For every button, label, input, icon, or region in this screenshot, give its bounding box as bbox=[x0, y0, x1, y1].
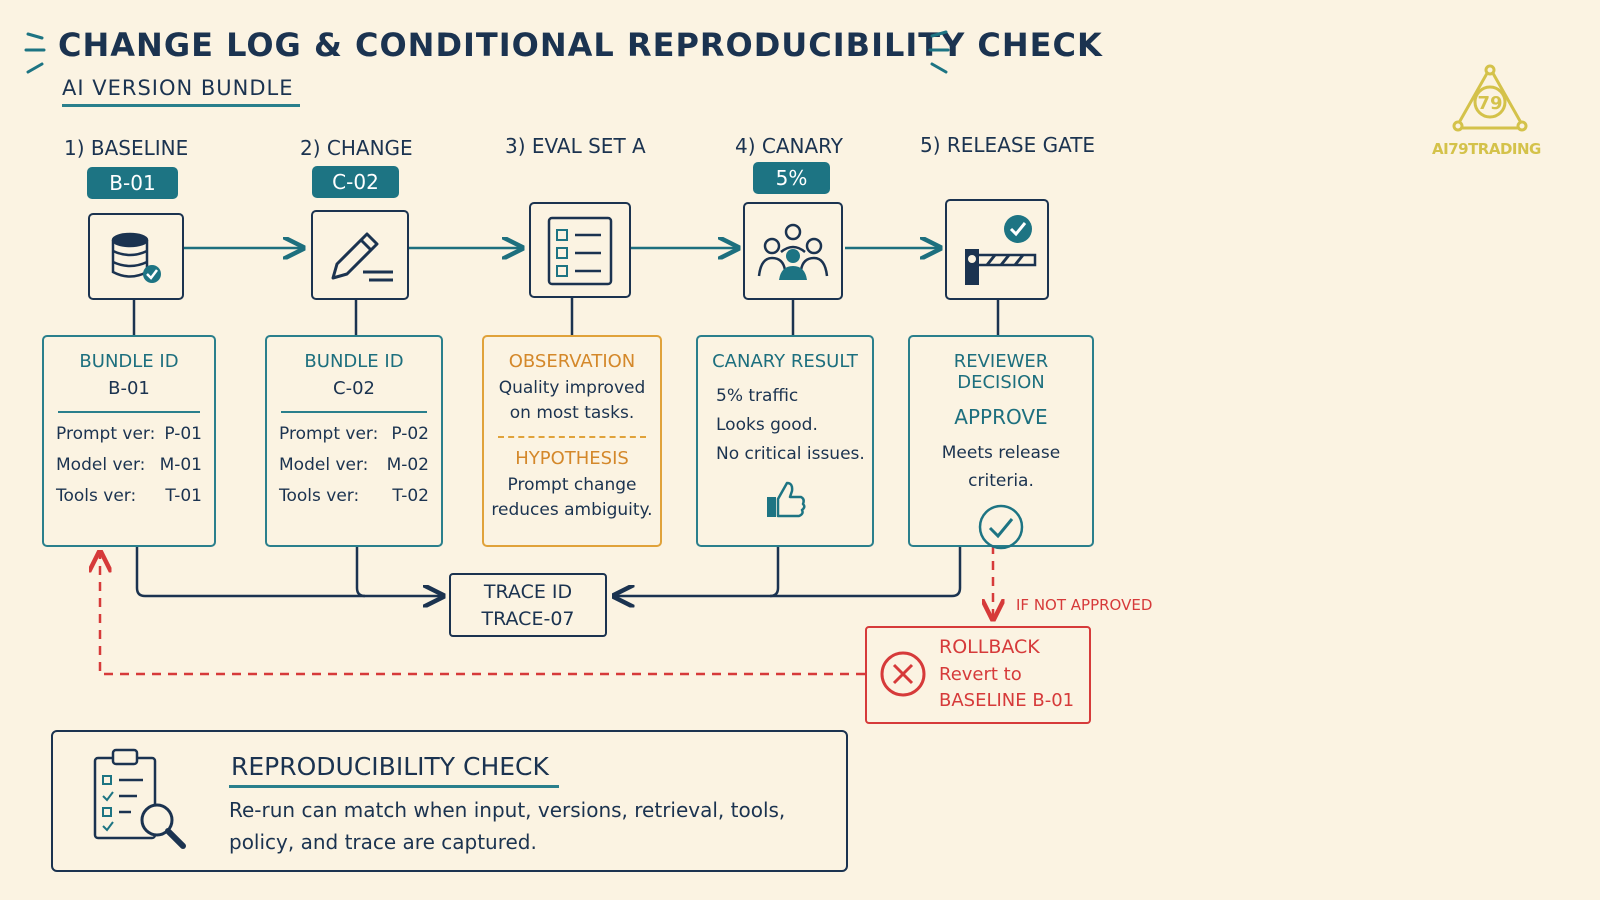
check-circle-icon bbox=[978, 504, 1024, 550]
barrier-gate-check-icon bbox=[965, 215, 1037, 285]
dashed-divider bbox=[498, 436, 646, 438]
checklist-icon bbox=[547, 216, 613, 286]
card-heading: REVIEWER DECISION bbox=[953, 351, 1049, 393]
bundle-card-change: BUNDLE ID C-02 Prompt ver:P-02 Model ver… bbox=[265, 335, 443, 547]
canary-line: No critical issues. bbox=[716, 444, 865, 464]
pencil-edit-icon bbox=[331, 232, 393, 282]
step-label-eval: 3) EVAL SET A bbox=[505, 134, 646, 158]
bundle-id: B-01 bbox=[108, 378, 150, 399]
database-check-icon bbox=[111, 232, 161, 283]
version-row: Tools ver:T-02 bbox=[279, 486, 429, 506]
page-title: CHANGE LOG & CONDITIONAL REPRODUCIBILITY… bbox=[58, 26, 1103, 64]
badge-canary: 5% bbox=[753, 162, 830, 194]
svg-text:79: 79 bbox=[1477, 93, 1502, 114]
reproducibility-text: Re-run can match when input, versions, r… bbox=[229, 798, 786, 822]
version-row: Prompt ver:P-01 bbox=[56, 424, 202, 444]
rollback-condition: IF NOT APPROVED bbox=[1016, 596, 1153, 614]
reviewer-card: REVIEWER DECISION APPROVE Meets release … bbox=[908, 335, 1094, 550]
decision-line: Meets release bbox=[941, 443, 1061, 463]
card-heading: BUNDLE ID bbox=[304, 351, 404, 372]
rollback-heading: ROLLBACK bbox=[939, 636, 1040, 658]
step-icon-canary bbox=[743, 202, 843, 300]
decision-line: criteria. bbox=[968, 471, 1034, 491]
trace-label: TRACE ID bbox=[483, 581, 573, 603]
version-row: Tools ver:T-01 bbox=[56, 486, 202, 506]
decision-approve: APPROVE bbox=[954, 405, 1048, 429]
card-heading: CANARY RESULT bbox=[712, 351, 858, 372]
page-subtitle: AI VERSION BUNDLE bbox=[62, 76, 300, 107]
observation-heading: OBSERVATION bbox=[508, 351, 636, 372]
title-accent-left-icon bbox=[24, 32, 46, 74]
observation-line: on most tasks. bbox=[509, 403, 635, 423]
step-label-change: 2) CHANGE bbox=[300, 136, 413, 160]
bundle-card-baseline: BUNDLE ID B-01 Prompt ver:P-01 Model ver… bbox=[42, 335, 216, 547]
version-row: Model ver:M-02 bbox=[279, 455, 429, 475]
step-label-baseline: 1) BASELINE bbox=[64, 136, 189, 160]
rollback-line: BASELINE B-01 bbox=[939, 690, 1075, 711]
badge-change: C-02 bbox=[312, 166, 399, 198]
trace-id-box: TRACE ID TRACE-07 bbox=[449, 573, 607, 637]
divider bbox=[58, 411, 200, 413]
canary-card: CANARY RESULT 5% traffic Looks good. No … bbox=[696, 335, 874, 547]
badge-baseline: B-01 bbox=[87, 167, 178, 199]
users-group-icon bbox=[757, 223, 829, 280]
reproducibility-heading: REPRODUCIBILITY CHECK bbox=[229, 752, 559, 788]
icon-card-connectors bbox=[132, 298, 1000, 336]
x-circle-icon bbox=[880, 651, 926, 697]
trace-connectors bbox=[135, 545, 962, 596]
rollback-box: ROLLBACK Revert to BASELINE B-01 bbox=[865, 626, 1091, 724]
rollback-line: Revert to bbox=[939, 664, 1022, 685]
version-row: Model ver:M-01 bbox=[56, 455, 202, 475]
version-row: Prompt ver:P-02 bbox=[279, 424, 429, 444]
rollback-paths bbox=[100, 545, 993, 676]
step-label-canary: 4) CANARY bbox=[735, 134, 844, 158]
reproducibility-check-box: REPRODUCIBILITY CHECK Re-run can match w… bbox=[51, 730, 848, 872]
step-icon-baseline bbox=[88, 213, 184, 300]
clipboard-search-icon bbox=[93, 748, 186, 849]
hypothesis-heading: HYPOTHESIS bbox=[515, 448, 629, 469]
ai79-logo-icon: 79 bbox=[1452, 64, 1528, 132]
logo-text: AI79TRADING bbox=[1432, 140, 1541, 158]
reproducibility-text: policy, and trace are captured. bbox=[229, 830, 537, 854]
title-accent-right-icon bbox=[928, 30, 950, 74]
canary-line: Looks good. bbox=[716, 415, 818, 435]
divider bbox=[281, 411, 427, 413]
hypothesis-line: reduces ambiguity. bbox=[491, 500, 653, 520]
thumbs-up-icon bbox=[767, 481, 806, 518]
observation-line: Quality improved bbox=[498, 378, 646, 398]
canary-line: 5% traffic bbox=[716, 386, 799, 406]
step-icon-release-gate bbox=[945, 199, 1049, 300]
bundle-id: C-02 bbox=[333, 378, 375, 399]
eval-card: OBSERVATION Quality improved on most tas… bbox=[482, 335, 662, 547]
step-icon-eval bbox=[529, 202, 631, 298]
card-heading: BUNDLE ID bbox=[79, 351, 179, 372]
step-label-release-gate: 5) RELEASE GATE bbox=[920, 133, 1096, 157]
hypothesis-line: Prompt change bbox=[507, 475, 637, 495]
trace-value: TRACE-07 bbox=[481, 608, 575, 630]
step-icon-change bbox=[311, 210, 409, 300]
